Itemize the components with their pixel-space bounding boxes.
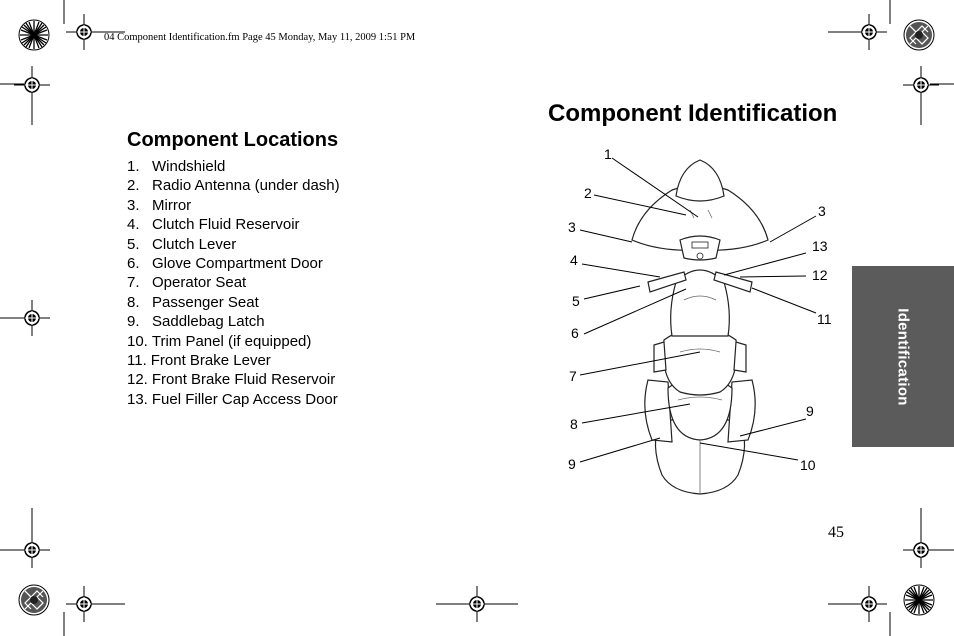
callout-3-left: 3 — [568, 219, 576, 235]
callout-12: 12 — [812, 267, 828, 283]
callout-9-right: 9 — [806, 403, 814, 419]
list-item: 4.Clutch Fluid Reservoir — [127, 216, 300, 234]
list-item: 13.Fuel Filler Cap Access Door — [127, 390, 338, 408]
callout-5: 5 — [572, 293, 580, 309]
list-item: 9.Saddlebag Latch — [127, 313, 265, 331]
callout-13: 13 — [812, 238, 828, 254]
component-list: 1.Windshield 2.Radio Antenna (under dash… — [127, 157, 340, 409]
callout-10: 10 — [800, 457, 816, 473]
list-item: 6.Glove Compartment Door — [127, 254, 323, 272]
callout-3-right: 3 — [818, 203, 826, 219]
motorcycle-diagram: 1 2 3 3 4 5 6 7 8 9 9 10 11 12 13 — [568, 146, 832, 495]
callout-4: 4 — [570, 252, 578, 268]
section-tab: Identification — [852, 266, 954, 447]
callout-2: 2 — [584, 185, 592, 201]
callout-7: 7 — [569, 368, 577, 384]
callout-9-left: 9 — [568, 456, 576, 472]
page-title: Component Identification — [548, 100, 838, 127]
page-number: 45 — [828, 524, 844, 541]
callout-11: 11 — [817, 311, 832, 327]
callout-1: 1 — [604, 146, 612, 162]
list-item: 12.Front Brake Fluid Reservoir — [127, 371, 336, 389]
list-item: 1.Windshield — [127, 158, 226, 175]
list-item: 7.Operator Seat — [127, 274, 247, 292]
callout-6: 6 — [571, 325, 579, 341]
section-tab-label: Identification — [894, 307, 912, 406]
list-item: 8.Passenger Seat — [127, 293, 259, 311]
list-item: 3.Mirror — [127, 196, 192, 214]
file-info-header: 04 Component Identification.fm Page 45 M… — [104, 32, 416, 43]
list-item: 5.Clutch Lever — [127, 235, 237, 253]
list-item: 2.Radio Antenna (under dash) — [127, 177, 340, 195]
section-heading: Component Locations — [127, 129, 339, 151]
callout-8: 8 — [570, 416, 578, 432]
list-item: 10.Trim Panel (if equipped) — [127, 332, 312, 350]
list-item: 11.Front Brake Lever — [127, 351, 271, 369]
